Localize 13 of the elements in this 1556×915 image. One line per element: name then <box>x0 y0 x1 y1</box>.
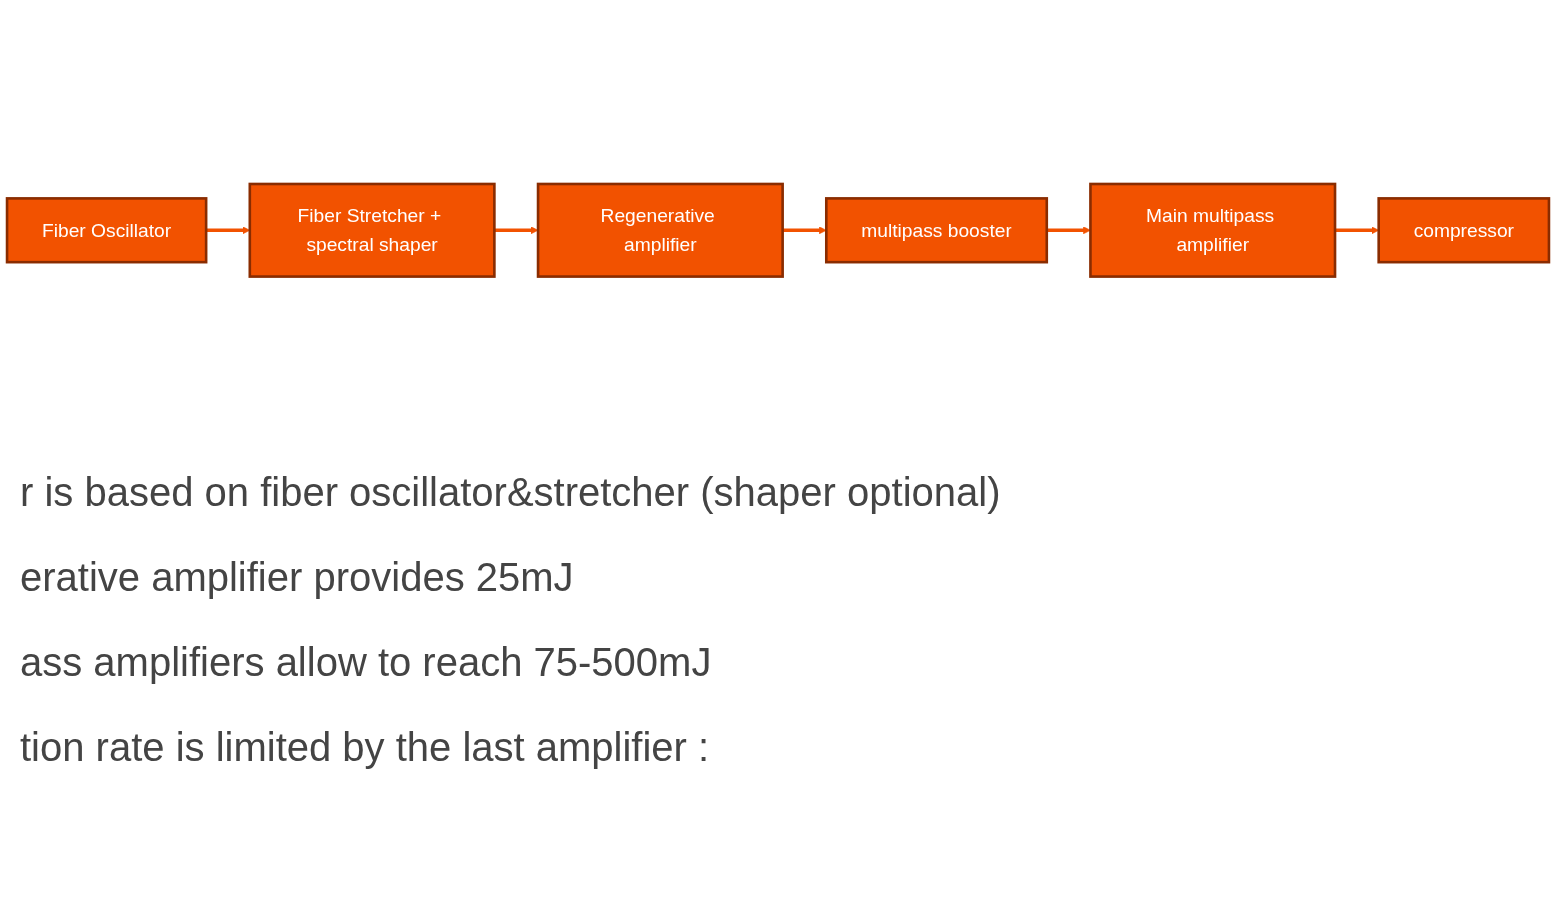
node-box: compressor <box>1377 196 1551 264</box>
node-box: Regenerative amplifier <box>536 182 784 278</box>
arrow <box>1046 226 1091 234</box>
node-box: Fiber Stretcher + spectral shaper <box>248 182 496 278</box>
arrow <box>494 226 539 234</box>
bullet-text: r is based on fiber oscillator&stretcher (shaper optional) <box>20 470 1001 515</box>
arrow <box>782 226 827 234</box>
node-box: multipass booster <box>825 196 1049 264</box>
bullet-text: erative amplifier provides 25mJ <box>20 555 575 600</box>
node-box: Fiber Oscillator <box>5 196 208 264</box>
node-box: Main multipass amplifier <box>1089 182 1337 278</box>
bullet-text: tion rate is limited by the last amplifier : <box>20 725 711 770</box>
bullet-text: ass amplifiers allow to reach 75-500mJ <box>20 640 713 685</box>
